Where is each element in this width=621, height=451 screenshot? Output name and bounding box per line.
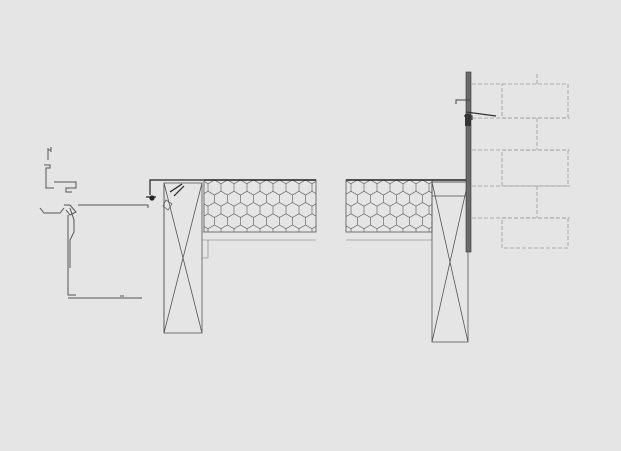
roof-insulation-right	[345, 179, 470, 241]
fascia-flashing	[146, 179, 204, 211]
brick-wall	[472, 74, 570, 249]
membrane-upstand	[455, 71, 497, 253]
gutter-profile	[39, 147, 149, 299]
wall-plate-timber	[431, 181, 469, 343]
roof-insulation-left	[201, 179, 317, 259]
fascia-timber	[163, 182, 203, 334]
